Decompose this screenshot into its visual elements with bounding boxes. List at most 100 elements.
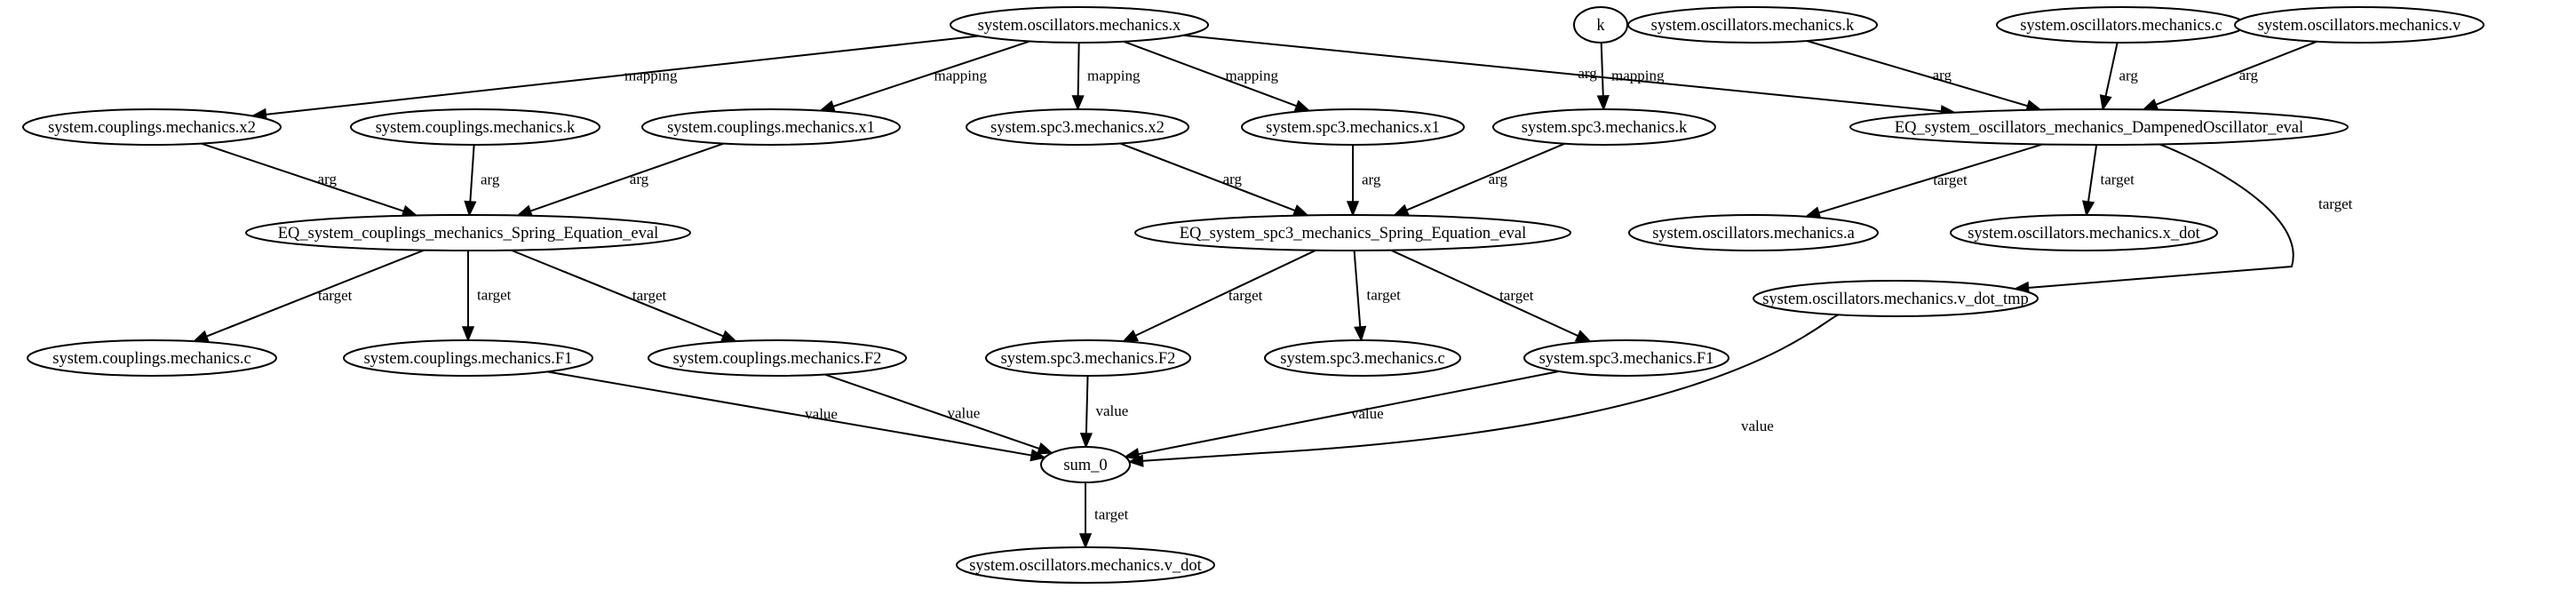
node-label: system.couplings.mechanics.F2 bbox=[673, 350, 882, 368]
edge-label: target bbox=[2100, 171, 2135, 188]
edge-line bbox=[1600, 42, 1604, 98]
edge-line bbox=[2027, 143, 2294, 290]
node-shape bbox=[22, 108, 282, 146]
edge-line bbox=[1390, 249, 1579, 338]
node-label: system.oscillators.mechanics.x_dot bbox=[1968, 225, 2200, 243]
node-shape bbox=[1134, 214, 1571, 251]
node-osc-k: system.oscillators.mechanics.k bbox=[1627, 6, 1878, 44]
edge-coup_f1-to-sum_0: value bbox=[547, 370, 1047, 462]
edge-osc_x-to-coup_x1: mapping bbox=[818, 40, 1030, 113]
edge-line bbox=[1133, 249, 1316, 338]
edge-label: target bbox=[1933, 171, 1968, 188]
node-label: system.oscillators.mechanics.v_dot bbox=[969, 557, 1202, 575]
nodes-layer: system.oscillators.mechanics.x k system.os… bbox=[22, 6, 2485, 584]
edge-line bbox=[1353, 250, 1362, 329]
edge-line bbox=[831, 40, 1030, 108]
edge-line bbox=[265, 35, 979, 115]
edge-eq_damped-to-osc_xdot: target bbox=[2082, 144, 2135, 218]
node-shape bbox=[27, 339, 277, 377]
node-label: system.couplings.mechanics.F1 bbox=[364, 350, 573, 368]
edge-coup_x2-to-eq_coup: arg bbox=[200, 142, 418, 218]
arrowhead-icon bbox=[1574, 330, 1592, 343]
edge-label: arg bbox=[630, 171, 649, 187]
edge-line bbox=[1183, 34, 1943, 113]
node-coup-x2: system.couplings.mechanics.x2 bbox=[22, 108, 282, 146]
edge-line bbox=[1806, 40, 2029, 107]
edge-osc_x-to-spc3_x2: mapping bbox=[1071, 42, 1141, 112]
edge-label: value bbox=[1096, 402, 1129, 419]
node-osc-v: system.oscillators.mechanics.v bbox=[2234, 6, 2485, 44]
edge-line bbox=[1817, 143, 2043, 214]
edge-label: arg bbox=[1578, 65, 1597, 82]
node-eq-damped: EQ_system_oscillators_mechanics_Dampened… bbox=[1849, 108, 2349, 146]
edge-eq_spc3-to-spc3_f1: target bbox=[1390, 249, 1592, 343]
edge-spc3_f1-to-sum_0: value bbox=[1123, 370, 1560, 461]
node-label: k bbox=[1596, 17, 1605, 35]
edge-osc_vdottmp-to-sum_0: value bbox=[1127, 314, 1840, 467]
node-label: EQ_system_spc3_mechanics_Spring_Equation… bbox=[1180, 225, 1526, 243]
arrowhead-icon bbox=[1346, 201, 1360, 218]
edge-line bbox=[2154, 40, 2318, 107]
node-shape bbox=[2234, 6, 2485, 44]
node-label: system.spc3.mechanics.c bbox=[1280, 350, 1444, 368]
node-label: system.oscillators.mechanics.v_dot_tmp bbox=[1762, 291, 2029, 308]
node-sum-0: sum_0 bbox=[1040, 446, 1131, 483]
arrowhead-icon bbox=[1121, 330, 1139, 343]
node-shape bbox=[1627, 6, 1878, 44]
edge-line bbox=[547, 370, 1033, 457]
edge-line bbox=[1119, 142, 1297, 212]
arrowhead-icon bbox=[2082, 200, 2095, 218]
node-osc-x: system.oscillators.mechanics.x bbox=[950, 6, 1209, 44]
edge-eq_spc3-to-spc3_c: target bbox=[1353, 250, 1401, 343]
edge-eq_damped-to-osc_a: target bbox=[1804, 143, 2043, 219]
node-shape bbox=[1523, 339, 1729, 377]
arrowhead-icon bbox=[192, 330, 210, 342]
node-k: k bbox=[1573, 6, 1628, 44]
node-label: system.couplings.mechanics.c bbox=[52, 350, 251, 368]
edge-label: arg bbox=[2119, 67, 2139, 84]
node-shape bbox=[343, 339, 593, 377]
edge-osc_c-to-eq_damped: arg bbox=[2099, 42, 2139, 111]
edge-label: arg bbox=[481, 171, 500, 187]
edge-line bbox=[2087, 144, 2098, 203]
node-osc-xdot: system.oscillators.mechanics.x_dot bbox=[1950, 214, 2218, 251]
edge-line bbox=[1405, 142, 1565, 211]
edge-label: mapping bbox=[624, 68, 678, 84]
arrowhead-icon bbox=[2099, 94, 2112, 111]
edge-label: mapping bbox=[1611, 67, 1665, 84]
edge-eq_coup-to-coup_f2: target bbox=[511, 249, 738, 342]
node-osc-vdot: system.oscillators.mechanics.v_dot bbox=[956, 546, 1215, 584]
edge-osc_v-to-eq_damped: arg bbox=[2142, 40, 2318, 111]
node-label: system.spc3.mechanics.F2 bbox=[1001, 350, 1176, 368]
node-label: system.couplings.mechanics.k bbox=[376, 119, 576, 137]
arrowhead-icon bbox=[1079, 433, 1093, 450]
node-shape bbox=[245, 214, 691, 251]
edge-label: value bbox=[805, 406, 838, 423]
node-label: EQ_system_oscillators_mechanics_Dampened… bbox=[1895, 119, 2303, 137]
edge-eq_coup-to-coup_f1: target bbox=[461, 251, 512, 343]
node-shape bbox=[1040, 446, 1131, 483]
arrowhead-icon bbox=[1292, 204, 1309, 217]
arrowhead-icon bbox=[1036, 442, 1054, 455]
edge-label: target bbox=[2318, 195, 2353, 212]
edge-label: value bbox=[947, 405, 980, 422]
node-shape bbox=[1628, 214, 1879, 251]
edge-coup_x1-to-eq_coup: arg bbox=[515, 142, 725, 218]
edge-spc3_f2-to-sum_0: value bbox=[1079, 375, 1129, 450]
node-coup-c: system.couplings.mechanics.c bbox=[27, 339, 277, 377]
node-shape bbox=[1241, 108, 1465, 146]
node-label: system.oscillators.mechanics.v bbox=[2258, 17, 2461, 35]
edge-osc_k-to-eq_damped: arg bbox=[1806, 40, 2043, 112]
edge-line bbox=[1077, 42, 1080, 98]
node-spc3-f1: system.spc3.mechanics.F1 bbox=[1523, 339, 1729, 377]
node-shape bbox=[350, 108, 600, 146]
node-shape bbox=[950, 6, 1209, 44]
node-spc3-k: system.spc3.mechanics.k bbox=[1492, 108, 1716, 146]
arrowhead-icon bbox=[1127, 454, 1144, 467]
node-shape bbox=[641, 108, 901, 146]
node-label: system.oscillators.mechanics.c bbox=[2020, 17, 2222, 35]
arrowhead-icon bbox=[1123, 448, 1141, 461]
edge-label: arg bbox=[2239, 67, 2259, 84]
